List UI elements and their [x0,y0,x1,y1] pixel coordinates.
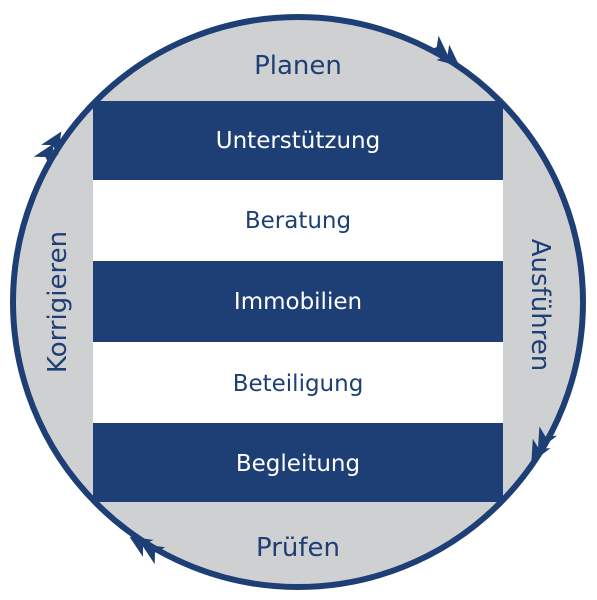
cycle-label-pruefen: Prüfen [256,533,340,563]
band-label-unterstuetzung: Unterstützung [216,128,380,154]
band-label-beteiligung: Beteiligung [233,371,364,397]
arrow-top-right-icon [425,35,460,67]
band-beteiligung [93,342,503,423]
service-bands: Unterstützung Beratung Immobilien Beteil… [93,101,503,502]
band-label-begleitung: Begleitung [236,451,360,477]
band-beratung [93,180,503,261]
arrow-bottom-right-icon [531,426,558,463]
band-label-beratung: Beratung [245,208,351,234]
cycle-label-ausfuehren: Ausführen [525,239,555,372]
arrow-top-left-icon [33,131,62,168]
cycle-label-planen: Planen [254,51,342,81]
band-immobilien [93,261,503,342]
band-begleitung [93,423,503,502]
direction-arrows [33,35,558,565]
band-unterstuetzung [93,101,503,180]
arrow-bottom-left-icon [129,536,166,565]
band-label-immobilien: Immobilien [234,289,362,315]
cycle-label-korrigieren: Korrigieren [43,231,73,373]
